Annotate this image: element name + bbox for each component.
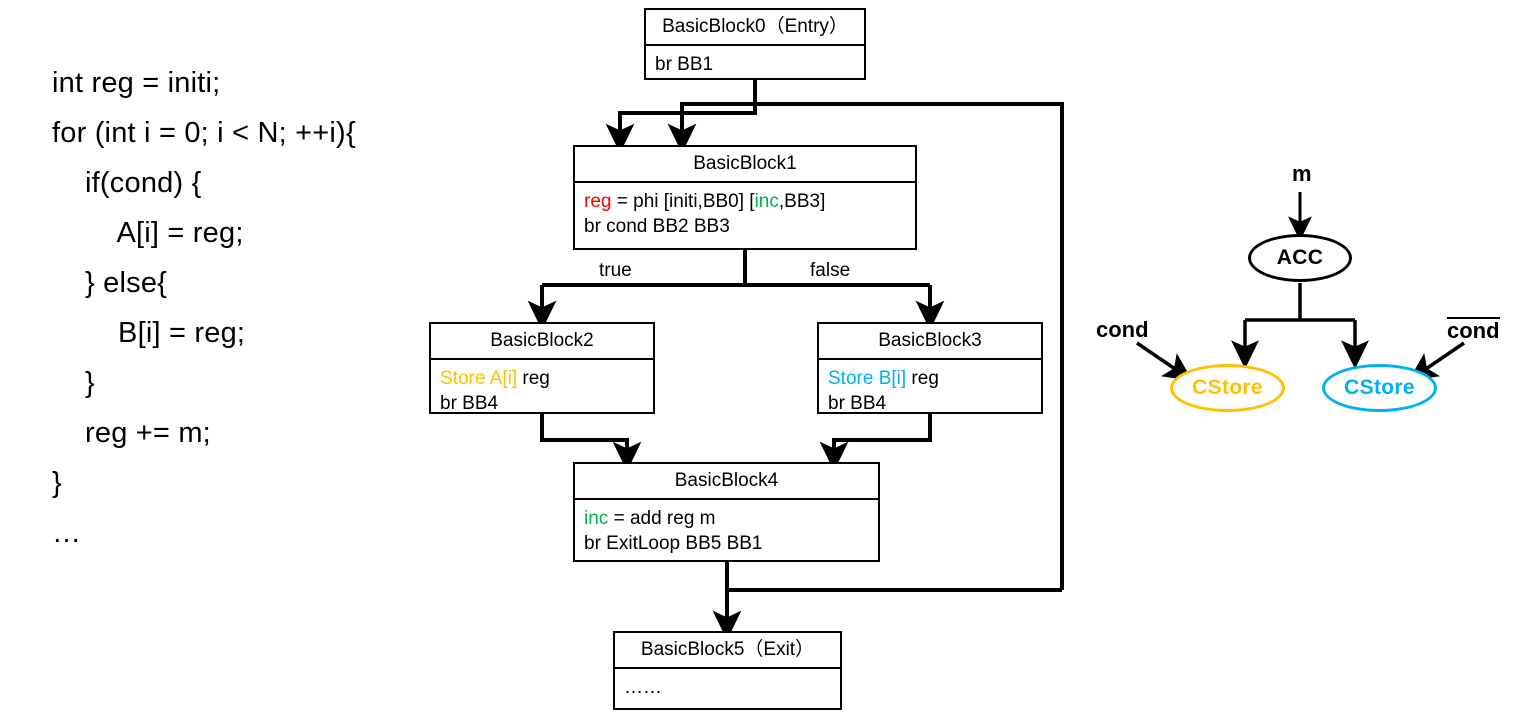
instruction-line: ……: [624, 675, 840, 700]
source-code-line: reg += m;: [52, 417, 211, 449]
instruction-token: br BB1: [655, 54, 714, 75]
instruction-token: br cond BB2 BB3: [584, 216, 730, 237]
instruction-token: Store A[i]: [440, 368, 518, 389]
cstore-node-left: CStore: [1170, 364, 1285, 412]
instruction-token: ……: [624, 677, 662, 698]
source-code-line: }: [52, 367, 95, 399]
source-code-line: for (int i = 0; i < N; ++i){: [52, 117, 356, 149]
instruction-line: Store B[i] reg: [828, 366, 1041, 391]
instruction-token: inc: [584, 508, 609, 529]
source-code-panel: int reg = initi; for (int i = 0; i < N; +…: [52, 58, 482, 558]
instruction-token: reg: [906, 368, 939, 389]
instruction-token: = add reg m: [608, 508, 716, 529]
bb3-title: BasicBlock3: [819, 324, 1041, 360]
bb5-title: BasicBlock5（Exit）: [615, 633, 840, 669]
bb0-title: BasicBlock0（Entry）: [646, 10, 864, 46]
source-code-line: if(cond) {: [52, 167, 202, 199]
instruction-token: ,BB3]: [778, 191, 826, 212]
source-code-line: int reg = initi;: [52, 67, 221, 99]
source-code-line: …: [52, 517, 82, 549]
instruction-token: br BB4: [440, 393, 499, 414]
bb5-body: ……: [615, 669, 840, 706]
bb0-body: br BB1: [646, 46, 864, 83]
cstore-left-label: CStore: [1192, 376, 1263, 399]
instruction-line: br cond BB2 BB3: [584, 214, 915, 239]
cstore-right-label: CStore: [1344, 376, 1415, 399]
source-code-line: } else{: [52, 267, 168, 299]
edge-label-false: false: [810, 260, 851, 281]
instruction-line: br BB1: [655, 52, 864, 77]
instruction-token: inc: [754, 191, 779, 212]
instruction-line: br ExitLoop BB5 BB1: [584, 531, 878, 556]
edge-label-true: true: [599, 260, 632, 281]
edge-cond-to-cstore-left: [1136, 341, 1193, 381]
source-code-line: B[i] = reg;: [52, 317, 246, 349]
instruction-line: inc = add reg m: [584, 506, 878, 531]
basic-block-bb0: BasicBlock0（Entry） br BB1: [644, 8, 866, 80]
basic-block-bb5: BasicBlock5（Exit） ……: [613, 631, 842, 710]
instruction-token: = phi [initi,BB0] [: [611, 191, 755, 212]
cstore-node-right: CStore: [1322, 364, 1437, 412]
instruction-token: reg: [517, 368, 550, 389]
instruction-token: br ExitLoop BB5 BB1: [584, 533, 763, 554]
instruction-token: br BB4: [828, 393, 887, 414]
edge-condbar-to-cstore-right: [1408, 341, 1465, 381]
source-code-line: A[i] = reg;: [52, 217, 244, 249]
bb2-title: BasicBlock2: [431, 324, 653, 360]
instruction-token: reg: [584, 191, 612, 212]
cond-label: cond: [1096, 317, 1149, 342]
instruction-line: Store A[i] reg: [440, 366, 653, 391]
bb1-body: reg = phi [initi,BB0] [inc,BB3]br cond B…: [575, 183, 915, 245]
instruction-line: br BB4: [440, 391, 653, 416]
acc-node-label: ACC: [1276, 246, 1324, 269]
bb1-title: BasicBlock1: [575, 147, 915, 183]
instruction-line: br BB4: [828, 391, 1041, 416]
cond-negated-label: cond: [1447, 317, 1500, 343]
dataflow-input-label: m: [1292, 161, 1312, 186]
source-code-line: }: [52, 467, 62, 499]
edge-bb0-to-bb1: [605, 79, 757, 154]
basic-block-bb1: BasicBlock1 reg = phi [initi,BB0] [inc,B…: [573, 145, 917, 250]
bb4-title: BasicBlock4: [575, 464, 878, 500]
acc-node: ACC: [1248, 234, 1352, 282]
instruction-token: Store B[i]: [828, 368, 907, 389]
instruction-line: reg = phi [initi,BB0] [inc,BB3]: [584, 189, 915, 214]
